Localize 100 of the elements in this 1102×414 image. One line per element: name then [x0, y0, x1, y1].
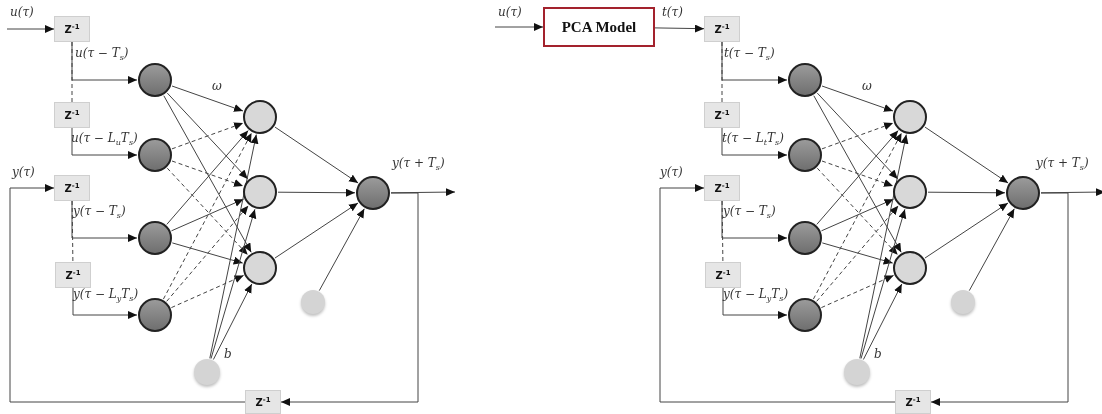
bias-node: [844, 359, 870, 385]
arrow: [166, 167, 249, 256]
delay-block: Z$^{-1}$: [54, 102, 90, 128]
delay-block: Z$^{-1}$: [705, 262, 741, 288]
neuron-node: [788, 221, 822, 255]
neuron-node: [243, 175, 277, 209]
neuron-node: [788, 63, 822, 97]
neuron-node: [138, 138, 172, 172]
arrow: [721, 127, 788, 159]
math-label: y(τ − T$_{s}$): [73, 205, 126, 221]
arrow: [821, 198, 894, 232]
arrow: [821, 160, 894, 187]
arrow: [859, 134, 909, 359]
arrow: [6, 25, 55, 33]
math-label: ω: [862, 80, 872, 92]
math-label: y(τ − L$_{y}$T$_{s}$): [723, 288, 789, 304]
neuron-node: [138, 221, 172, 255]
math-label: y(τ − L$_{y}$T$_{s}$): [73, 288, 139, 304]
delay-block: Z$^{-1}$: [704, 102, 740, 128]
arrow: [816, 92, 899, 180]
math-label: u(τ − T$_{s}$): [75, 47, 129, 63]
arrow: [209, 134, 259, 359]
arrow: [816, 205, 899, 302]
arrow: [166, 92, 249, 180]
arrow: [274, 126, 359, 184]
arrow: [924, 202, 1009, 259]
arrow: [816, 130, 899, 225]
arrow: [927, 188, 1006, 197]
connector: [71, 200, 74, 263]
arrow: [171, 198, 244, 232]
arrow: [210, 208, 257, 360]
delay-block: Z$^{-1}$: [245, 390, 281, 414]
arrow: [659, 184, 896, 403]
math-label: u(τ): [498, 6, 522, 18]
arrow: [212, 283, 253, 360]
math-label: y(τ): [660, 166, 683, 178]
delay-block: Z$^{-1}$: [704, 175, 740, 201]
math-label: t(τ): [662, 6, 683, 18]
arrow: [171, 160, 244, 187]
arrow: [9, 184, 246, 403]
arrow: [816, 167, 899, 256]
math-label: y(τ − T$_{s}$): [723, 205, 776, 221]
math-label: b: [224, 348, 232, 360]
neuron-node: [356, 176, 390, 210]
arrow: [930, 192, 1069, 406]
arrow: [812, 132, 903, 300]
math-label: y(τ + T$_{s}$): [392, 157, 445, 173]
neuron-node: [243, 100, 277, 134]
arrow: [171, 122, 244, 150]
delay-block: Z$^{-1}$: [895, 390, 931, 414]
arrow: [1040, 188, 1102, 197]
math-label: b: [874, 348, 882, 360]
math-label: u(τ − L$_{u}$T$_{s}$): [71, 132, 138, 148]
arrow: [318, 208, 365, 292]
arrow: [390, 188, 456, 197]
neuron-node: [788, 298, 822, 332]
neuron-node: [893, 175, 927, 209]
arrow: [170, 274, 245, 309]
model-box: PCA Model: [543, 7, 655, 47]
arrow: [924, 126, 1009, 184]
bias-node: [194, 359, 220, 385]
math-label: t(τ − T$_{s}$): [724, 47, 775, 63]
delay-block: Z$^{-1}$: [54, 175, 90, 201]
arrow: [860, 208, 907, 360]
connector: [721, 41, 723, 103]
arrow: [72, 287, 138, 319]
delay-block: Z$^{-1}$: [54, 16, 90, 42]
neuron-node: [893, 100, 927, 134]
arrow: [171, 242, 244, 265]
neuron-node: [243, 251, 277, 285]
arrow: [163, 95, 252, 253]
arrow: [821, 122, 894, 150]
arrow: [166, 130, 249, 225]
arrow: [654, 24, 705, 33]
math-label: y(τ): [12, 166, 35, 178]
neuron-node: [893, 251, 927, 285]
arrow: [162, 132, 253, 300]
connector: [71, 41, 73, 103]
arrow: [274, 202, 359, 259]
math-label: t(τ − L$_{t}$T$_{s}$): [722, 132, 784, 148]
bias-node: [951, 290, 975, 314]
arrow: [821, 85, 894, 112]
arrow: [813, 95, 902, 253]
arrow: [280, 192, 419, 406]
arrow: [722, 287, 788, 319]
arrow: [820, 274, 895, 309]
delay-block: Z$^{-1}$: [704, 16, 740, 42]
arrow: [71, 127, 138, 159]
bias-node: [301, 290, 325, 314]
arrow: [821, 242, 894, 265]
neuron-node: [1006, 176, 1040, 210]
math-label: ω: [212, 80, 222, 92]
neuron-node: [138, 298, 172, 332]
connector: [721, 200, 724, 263]
neuron-node: [138, 63, 172, 97]
math-label: u(τ): [10, 6, 34, 18]
math-label: y(τ + T$_{s}$): [1036, 157, 1089, 173]
arrow: [862, 283, 903, 360]
arrow: [277, 188, 356, 197]
arrow: [494, 23, 544, 31]
